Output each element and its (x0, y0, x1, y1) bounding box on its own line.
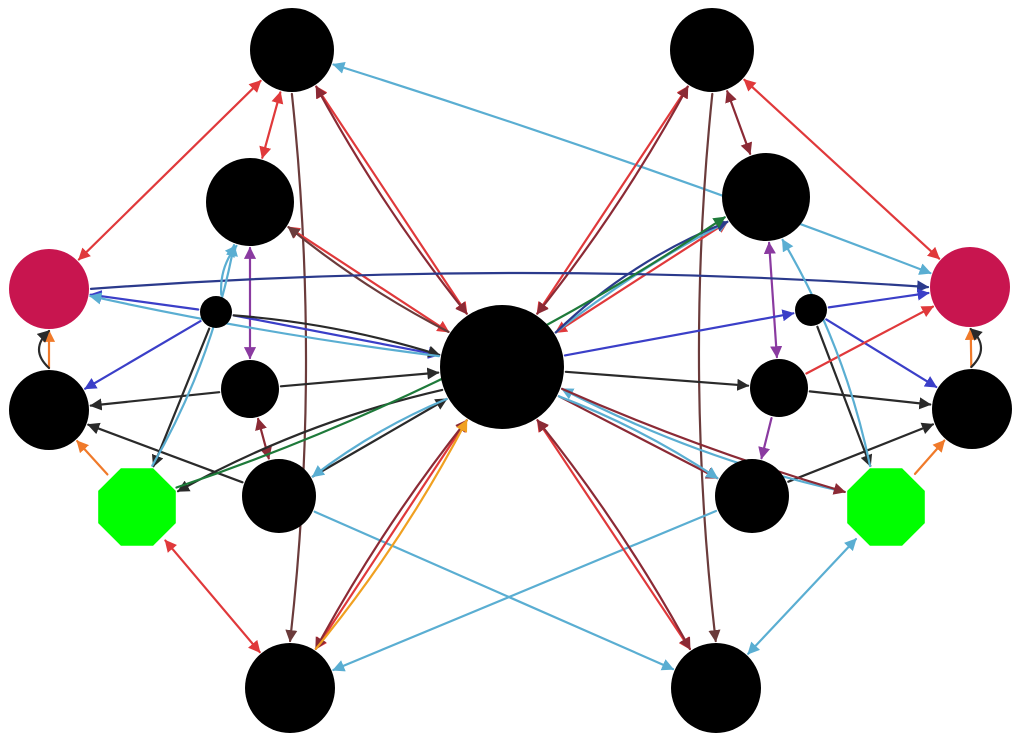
edge-small-right-to-green-right-28 (816, 325, 873, 468)
node-mid-left (221, 360, 279, 418)
edge-bottom-right-to-hub-62 (536, 419, 691, 650)
edge-side-left-to-pink-left-52 (36, 329, 51, 370)
node-low-right (715, 459, 789, 533)
edge-bottom-right-to-hub-63 (536, 419, 691, 650)
edge-bottom-left-to-hub-59 (314, 419, 468, 650)
node-bottom-left (245, 643, 335, 733)
edge-green-left-to-bottom-left-45 (164, 539, 261, 654)
edge-hub-to-pink-left-55 (89, 292, 440, 358)
node-green-right (847, 468, 925, 546)
node-mid-right (750, 359, 808, 417)
node-pink-right (930, 247, 1010, 327)
edge-bottom-left-to-hub-60 (314, 419, 468, 650)
edge-top-right-to-bottom-right-10 (697, 92, 721, 643)
node-hub (440, 305, 564, 429)
node-top-right (670, 8, 754, 92)
edge-small-right-to-hub-25 (563, 309, 795, 357)
edge-top-left-to-hub-2 (315, 85, 468, 315)
edge-mid-right-to-side-right-33 (808, 390, 932, 410)
edge-pink-left-to-top-left-0 (77, 79, 262, 261)
node-upper-right (722, 153, 810, 241)
edge-hub-to-green-right-58 (561, 387, 846, 495)
edge-side-right-to-pink-right-54 (969, 327, 983, 369)
edge-small-left-to-hub-19 (232, 314, 441, 359)
edge-upper-right-to-hub-14 (554, 220, 729, 334)
edge-green-left-to-upper-left-44 (151, 243, 238, 467)
edge-low-left-to-side-left-36 (87, 422, 244, 484)
edge-top-left-to-upper-left-1 (259, 91, 284, 159)
edge-mid-right-to-hub-32 (564, 370, 750, 391)
edge-small-left-to-hub-20 (232, 314, 441, 358)
edge-bottom-left-to-hub-61 (314, 419, 468, 650)
edge-mid-right-to-low-right-34 (758, 417, 773, 460)
node-green-left (98, 468, 176, 546)
edge-mid-left-to-low-left-31 (255, 417, 272, 460)
node-side-left (9, 370, 89, 450)
edge-low-left-to-bottom-right-38 (313, 510, 675, 671)
node-bottom-right (671, 643, 761, 733)
edge-upper-left-to-hub-11 (287, 226, 450, 333)
node-top-left (250, 8, 334, 92)
edge-upper-right-to-mid-right-16 (763, 241, 783, 359)
edge-green-left-to-side-left-46 (76, 440, 109, 476)
edge-mid-left-to-side-left-29 (89, 391, 221, 411)
edge-top-left-to-bottom-left-4 (285, 92, 308, 643)
edge-top-right-to-hub-8 (536, 85, 689, 315)
node-pink-left (9, 249, 89, 329)
node-small-left (200, 296, 232, 328)
edge-low-left-to-hub-37 (311, 397, 448, 478)
edge-small-right-to-side-right-27 (825, 318, 938, 389)
edge-top-right-to-pink-right-6 (743, 78, 941, 260)
edge-side-right-to-pink-right-53 (964, 327, 977, 369)
edge-green-right-to-hub-50 (561, 387, 846, 493)
edges-layer (36, 61, 983, 672)
edge-green-right-to-bottom-right-47 (747, 538, 857, 655)
edge-low-right-to-hub-40 (557, 395, 719, 480)
edge-hub-to-green-left-39 (177, 388, 444, 493)
edge-green-right-to-upper-right-49 (781, 238, 872, 468)
node-low-left (242, 459, 316, 533)
node-upper-left (206, 158, 294, 246)
nodes-layer (9, 8, 1012, 733)
edge-low-right-to-side-right-41 (787, 422, 935, 483)
edge-top-right-to-upper-right-7 (725, 90, 753, 155)
edge-small-right-to-pink-right-26 (827, 288, 930, 309)
edge-mid-left-to-hub-30 (279, 367, 440, 388)
node-side-right (932, 369, 1012, 449)
node-small-right (795, 294, 827, 326)
edge-small-left-to-side-left-21 (84, 320, 202, 390)
edge-upper-left-to-hub-12 (287, 226, 450, 333)
edge-mid-right-to-pink-right-35 (805, 305, 934, 375)
edge-green-right-to-side-right-48 (913, 439, 946, 475)
edge-pink-left-to-pink-right-18 (89, 271, 930, 293)
